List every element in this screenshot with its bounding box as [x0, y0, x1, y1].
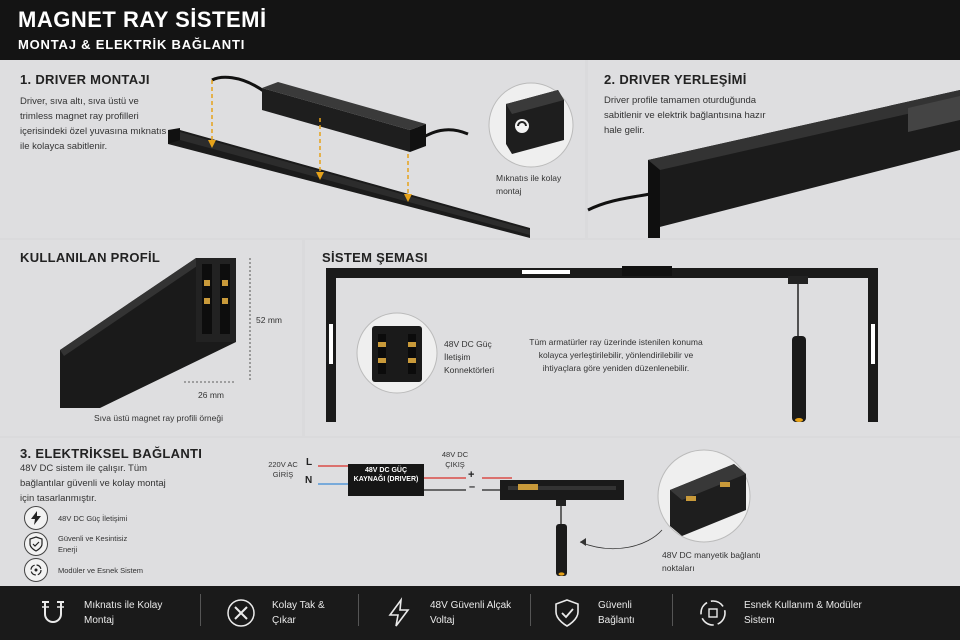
tools-icon: [227, 599, 255, 627]
page-title: MAGNET RAY SİSTEMİ: [18, 7, 267, 32]
driver-placement-illustration: [587, 90, 960, 238]
profile-height-label: 52 mm: [256, 315, 282, 325]
minus-sign: –: [469, 481, 476, 493]
shield-check-icon: [555, 599, 579, 627]
footer-separator: [200, 594, 201, 626]
bolt-icon: [24, 506, 48, 530]
section1-text: Driver, sıva altı, sıva üstü ve trimless…: [20, 96, 167, 152]
output-label: 48V DC ÇIKIŞ: [441, 450, 469, 469]
driver-label: 48V DC GÜÇ KAYNAĞI (DRIVER): [353, 467, 419, 483]
page-subtitle: MONTAJ & ELEKTRİK BAĞLANTI: [18, 37, 246, 52]
footer-label: 48V Güvenli Alçak Voltaj: [430, 600, 512, 626]
footer-item-magnet: Mıknatıs ile Kolay Montaj: [38, 586, 174, 640]
plus-sign: +: [468, 469, 475, 481]
connector-label: 48V DC Güç İletişim Konnektörleri: [444, 339, 495, 375]
shield-check-icon: [24, 532, 48, 556]
system-schema-diagram: [326, 266, 878, 422]
footer-label: Kolay Tak & Çıkar: [272, 600, 325, 626]
profile-width-label: 26 mm: [198, 390, 224, 400]
footer-item-modular: Esnek Kullanım & Modüler Sistem: [698, 586, 864, 640]
profile-caption: Sıva üstü magnet ray profili örneği: [94, 413, 223, 423]
footer-item-voltage: 48V Güvenli Alçak Voltaj: [384, 586, 530, 640]
page-header: [0, 0, 960, 60]
section2-text: Driver profile tamamen oturduğunda sabit…: [604, 95, 766, 136]
schema-text: Tüm armatürler ray üzerinde istenilen ko…: [529, 337, 703, 373]
profile-title: KULLANILAN PROFİL: [20, 250, 161, 265]
driver-power-supply-box: 48V DC GÜÇ KAYNAĞI (DRIVER): [348, 464, 424, 496]
driver-mounting-illustration: [168, 75, 530, 238]
profile-illustration: [60, 258, 251, 408]
feature-item-safe: Güvenli ve Kesintisiz Enerji: [24, 532, 148, 556]
feature-label: Güvenli ve Kesintisiz Enerji: [58, 534, 128, 554]
section2-title: 2. DRIVER YERLEŞİMİ: [604, 72, 747, 87]
footer-separator: [530, 594, 531, 626]
bolt-icon: [388, 597, 410, 627]
magnet-icon: [42, 601, 64, 623]
modular-cycle-icon: [700, 600, 726, 626]
section3-text: 48V DC sistem ile çalışır. Tüm bağlantıl…: [20, 463, 166, 504]
magnet-callout-text: Mıknatıs ile kolay montaj: [496, 173, 562, 196]
feature-label: 48V DC Güç İletişimi: [58, 513, 128, 523]
n-label: N: [305, 475, 313, 486]
modular-cycle-icon: [24, 558, 48, 582]
input-label: 220V AC GİRİŞ: [268, 460, 298, 479]
section3-title: 3. ELEKTRİKSEL BAĞLANTI: [20, 446, 203, 461]
magnet-detail-circle: [488, 82, 574, 168]
footer-label: Esnek Kullanım & Modüler Sistem: [744, 600, 862, 626]
feature-item-power: 48V DC Güç İletişimi: [24, 506, 138, 530]
footer-separator: [358, 594, 359, 626]
feature-label: Modüler ve Esnek Sistem: [58, 565, 144, 575]
panel-electrical: [0, 438, 960, 586]
footer-bar: [0, 586, 960, 640]
footer-item-safe: Güvenli Bağlantı: [552, 586, 668, 640]
schema-title: SİSTEM ŞEMASI: [322, 250, 428, 265]
section1-title: 1. DRIVER MONTAJI: [20, 72, 150, 87]
feature-item-modular: Modüler ve Esnek Sistem: [24, 558, 148, 582]
footer-label: Mıknatıs ile Kolay Montaj: [84, 600, 163, 626]
connection-detail-circle: [579, 449, 751, 550]
rail-with-pendant: [500, 480, 624, 576]
footer-separator: [672, 594, 673, 626]
l-label: L: [306, 457, 313, 468]
footer-item-tools: Kolay Tak & Çıkar: [226, 586, 342, 640]
connector-detail-circle: [356, 312, 438, 394]
connection-detail-label: 48V DC manyetik bağlantı noktaları: [662, 550, 761, 573]
footer-label: Güvenli Bağlantı: [598, 600, 635, 626]
